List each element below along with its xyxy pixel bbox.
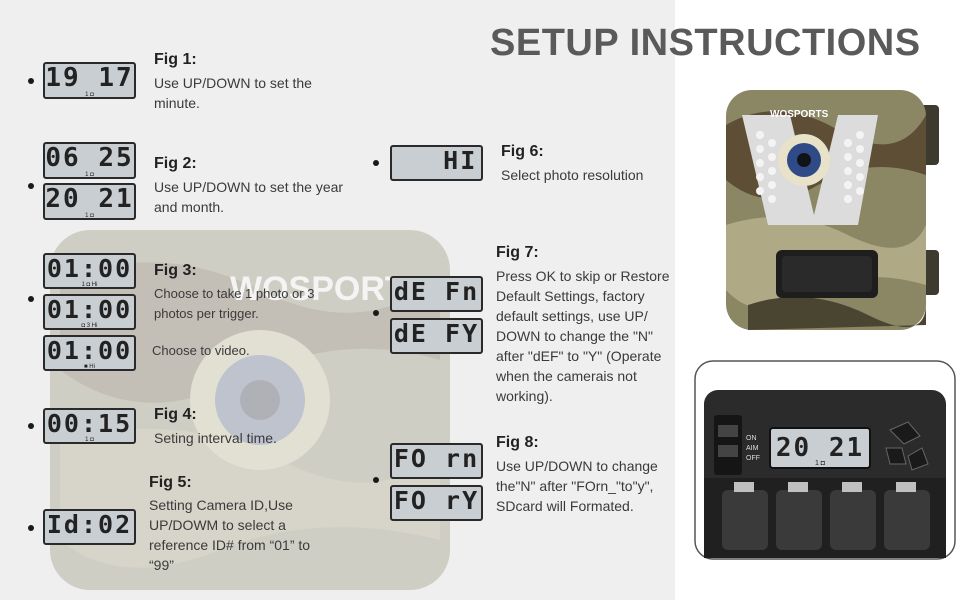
fig4-text: Seting interval time. xyxy=(154,430,277,446)
lcd-display-fig6: HI xyxy=(390,145,483,181)
bullet xyxy=(28,78,34,84)
lcd-digits: 19 17 xyxy=(45,63,134,93)
control-panel-image: ON AIM OFF 20 21 1 ◘ xyxy=(694,360,956,560)
bullet xyxy=(28,183,34,189)
panel-lcd-sub: 1 ◘ xyxy=(815,460,825,467)
lcd-display-fig2-b: 20 21 1 ◘ xyxy=(43,183,136,220)
lcd-sub: ◘ 3 Hi xyxy=(81,323,98,329)
fig8-title: Fig 8: xyxy=(496,434,539,451)
bullet xyxy=(373,310,379,316)
fig8-text: Use UP/DOWN to change the"N" after "FOrn… xyxy=(496,458,658,514)
fig4-title: Fig 4: xyxy=(154,406,197,423)
bullet xyxy=(28,296,34,302)
page-title: SETUP INSTRUCTIONS xyxy=(490,22,921,64)
lcd-display-fig5: Id:02 xyxy=(43,509,136,545)
bullet xyxy=(373,477,379,483)
fig1-text: Use UP/DOWN to set the minute. xyxy=(154,75,312,111)
fig3-title: Fig 3: xyxy=(154,262,197,279)
lcd-digits: 01:00 xyxy=(46,336,133,365)
bullet xyxy=(373,160,379,166)
lcd-digits: 06 25 xyxy=(45,143,134,173)
lcd-display-fig8-b: FO rY xyxy=(390,485,483,521)
lcd-digits: 01:00 xyxy=(46,295,133,324)
lcd-sub: 1 ◘ xyxy=(85,172,94,178)
camera-brand: WOSPORTS xyxy=(770,109,829,120)
lcd-display-fig7-b: dE FY xyxy=(390,318,483,354)
lcd-digits: FO rn xyxy=(393,444,480,473)
fig5-title: Fig 5: xyxy=(149,474,192,491)
lcd-digits: Id:02 xyxy=(46,510,133,539)
trail-camera-image: WOSPORTS xyxy=(726,90,939,330)
fig3-text: Choose to take 1 photo or 3 photos per t… xyxy=(154,286,315,321)
lcd-display-fig1: 19 17 1 ◘ xyxy=(43,62,136,99)
bullet xyxy=(28,423,34,429)
fig3-video-text: Choose to video. xyxy=(152,343,250,358)
fig7-text: Press OK to skip or Restore Default Sett… xyxy=(496,268,670,404)
bullet xyxy=(28,525,34,531)
lcd-display-fig3-a: 01:00 1 ◘ Hi xyxy=(43,253,136,289)
lcd-digits: 01:00 xyxy=(46,254,133,283)
lcd-digits: 20 21 xyxy=(45,184,134,214)
fig5-text: Setting Camera ID,Use UP/DOWM to select … xyxy=(149,497,311,573)
switch-on-label: ON xyxy=(746,435,757,442)
fig2-title: Fig 2: xyxy=(154,155,197,172)
lcd-display-fig7-a: dE Fn xyxy=(390,276,483,312)
lcd-display-fig3-b: 01:00 ◘ 3 Hi xyxy=(43,294,136,330)
lcd-display-fig3-c: 01:00 ■ Hi xyxy=(43,335,136,371)
fig7-title: Fig 7: xyxy=(496,244,539,261)
lcd-digits: 00:15 xyxy=(46,409,133,438)
lcd-display-fig4: 00:15 1 ◘ xyxy=(43,408,136,444)
fig6-title: Fig 6: xyxy=(501,143,544,160)
lcd-sub: ■ Hi xyxy=(84,364,95,370)
lcd-display-fig8-a: FO rn xyxy=(390,443,483,479)
switch-off-label: OFF xyxy=(746,455,760,462)
fig6-text: Select photo resolution xyxy=(501,167,644,183)
lcd-sub: 1 ◘ xyxy=(85,437,94,443)
fig1-title: Fig 1: xyxy=(154,51,197,68)
lcd-sub: 1 ◘ Hi xyxy=(81,282,98,288)
lcd-digits: FO rY xyxy=(393,486,480,515)
lcd-digits: dE FY xyxy=(393,319,480,348)
lcd-digits: HI xyxy=(392,146,478,175)
panel-lcd-digits: 20 21 xyxy=(776,433,864,463)
lcd-sub: 1 ◘ xyxy=(85,213,94,219)
fig2-text: Use UP/DOWN to set the year and month. xyxy=(154,179,344,215)
lcd-digits: dE Fn xyxy=(393,277,480,306)
lcd-display-fig2-a: 06 25 1 ◘ xyxy=(43,142,136,179)
switch-aim-label: AIM xyxy=(746,445,759,452)
lcd-sub: 1 ◘ xyxy=(85,92,94,98)
